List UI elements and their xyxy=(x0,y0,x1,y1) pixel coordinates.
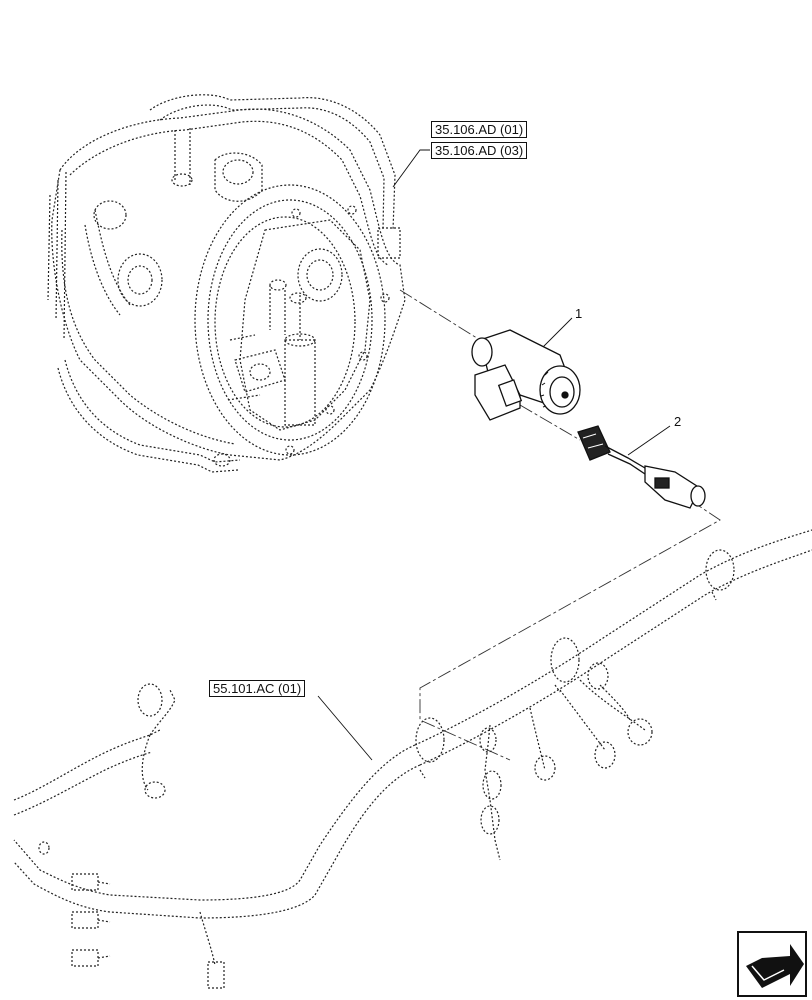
transmission-housing xyxy=(47,94,406,473)
phantom-lines xyxy=(399,289,721,761)
callout-item-1: 1 xyxy=(575,306,583,321)
next-page-arrow-icon[interactable] xyxy=(737,931,807,997)
part-2-adapter-cable xyxy=(577,425,706,509)
reference-box-35-106-ad-03[interactable]: 35.106.AD (03) xyxy=(431,142,528,159)
reference-box-55-101-ac-01[interactable]: 55.101.AC (01) xyxy=(209,680,306,697)
reference-box-35-106-ad-01[interactable]: 35.106.AD (01) xyxy=(431,121,528,138)
leader-lines xyxy=(317,149,671,761)
callout-item-2: 2 xyxy=(674,414,682,429)
wiring-harness xyxy=(13,529,812,989)
part-1-solenoid-valve xyxy=(471,329,581,421)
